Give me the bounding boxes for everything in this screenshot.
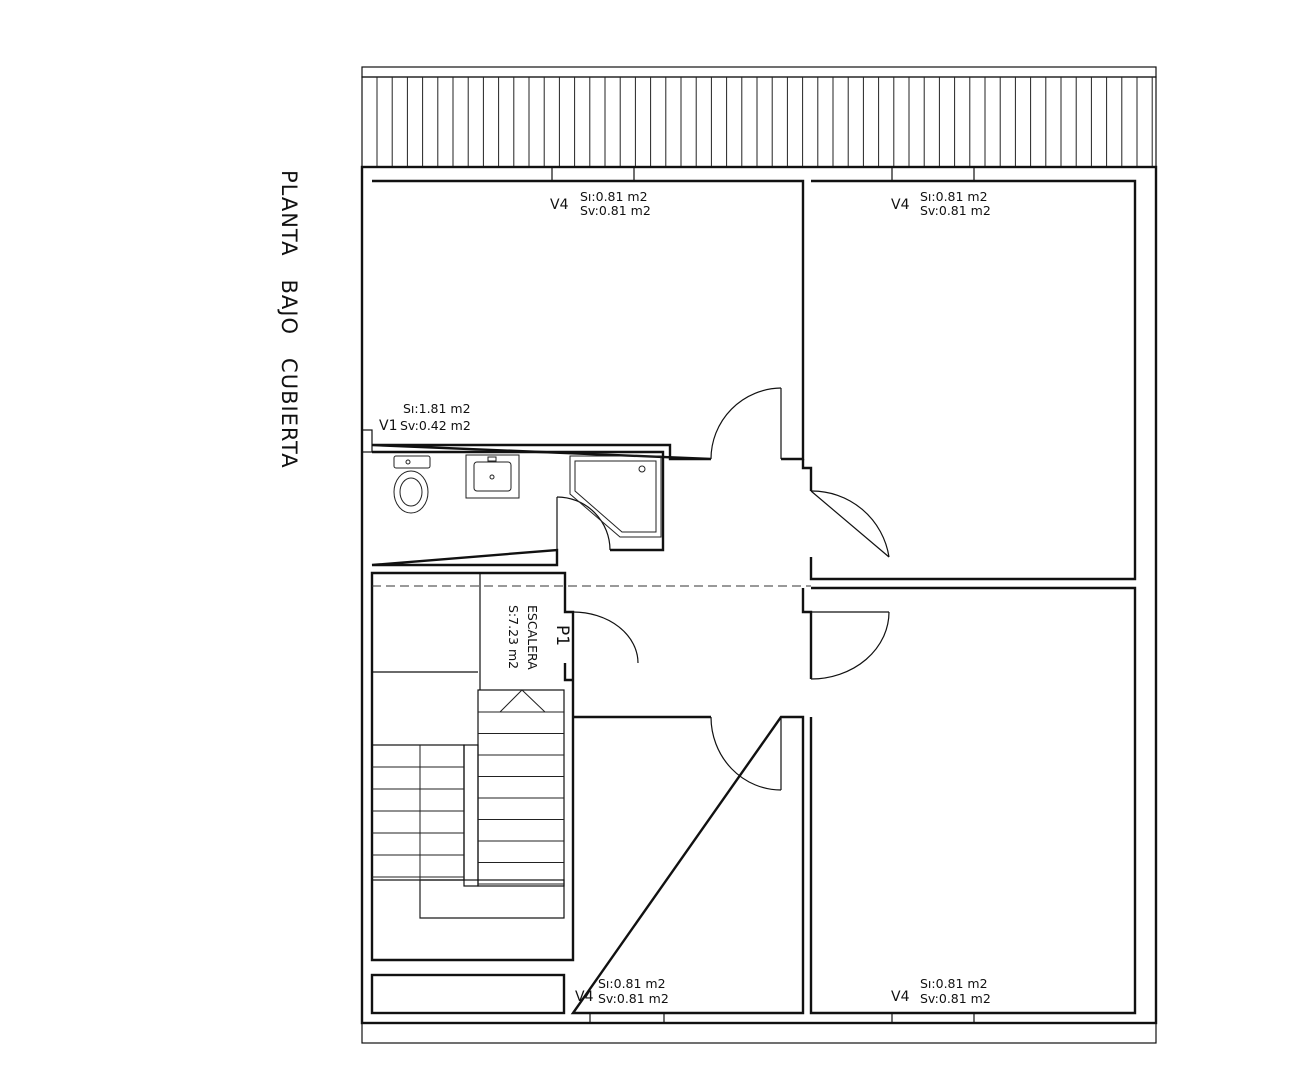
svg-text:Sı:1.81 m2: Sı:1.81 m2 [403, 401, 471, 416]
svg-text:Sı:0.81 m2: Sı:0.81 m2 [580, 189, 648, 204]
svg-text:S:7.23 m2: S:7.23 m2 [506, 605, 521, 669]
svg-text:Sv:0.81 m2: Sv:0.81 m2 [920, 991, 991, 1006]
room-top-right [801, 179, 1137, 581]
doors [556, 387, 890, 791]
windows [361, 166, 975, 1024]
svg-text:Sı:0.81 m2: Sı:0.81 m2 [920, 189, 988, 204]
roof-strip [361, 66, 1157, 168]
svg-text:V4: V4 [891, 989, 910, 1005]
room-bathroom [371, 450, 665, 567]
svg-text:Sı:0.81 m2: Sı:0.81 m2 [920, 976, 988, 991]
room-bottom-middle [570, 715, 805, 1015]
stair-area-label: S:7.23 m2 [506, 605, 521, 669]
svg-text:V4: V4 [891, 197, 910, 213]
svg-text:Sı:0.81 m2: Sı:0.81 m2 [598, 976, 666, 991]
svg-text:V4: V4 [575, 989, 594, 1005]
stair-name-label: ESCALERA [525, 605, 540, 670]
svg-text:P1: P1 [552, 625, 572, 646]
svg-text:V1: V1 [379, 418, 397, 434]
stair-area [370, 571, 575, 1015]
room-bottom-right [801, 586, 1137, 1015]
svg-text:Sv:0.81 m2: Sv:0.81 m2 [580, 203, 651, 218]
svg-text:V4: V4 [550, 197, 569, 213]
plan-title: PLANTA BAJO CUBIERTA [277, 170, 301, 469]
svg-text:Sv:0.81 m2: Sv:0.81 m2 [598, 991, 669, 1006]
label-bottom-middle: V4 Sı:0.81 m2 Sv:0.81 m2 [575, 976, 669, 1006]
door-p1-label: P1 [552, 625, 572, 646]
washbasin [465, 454, 520, 499]
svg-text:Sv:0.81 m2: Sv:0.81 m2 [920, 203, 991, 218]
outer-walls [360, 165, 1158, 1044]
svg-text:Sv:0.42 m2: Sv:0.42 m2 [400, 418, 471, 433]
label-top-left: V4 Sı:0.81 m2 Sv:0.81 m2 [550, 189, 651, 218]
label-bathroom: Sı:1.81 m2 V1 Sv:0.42 m2 [379, 401, 471, 434]
toilet [393, 455, 431, 514]
label-top-right: V4 Sı:0.81 m2 Sv:0.81 m2 [891, 189, 991, 218]
label-bottom-right: V4 Sı:0.81 m2 Sv:0.81 m2 [891, 976, 991, 1006]
svg-text:ESCALERA: ESCALERA [525, 605, 540, 670]
shower-tray [569, 455, 662, 538]
